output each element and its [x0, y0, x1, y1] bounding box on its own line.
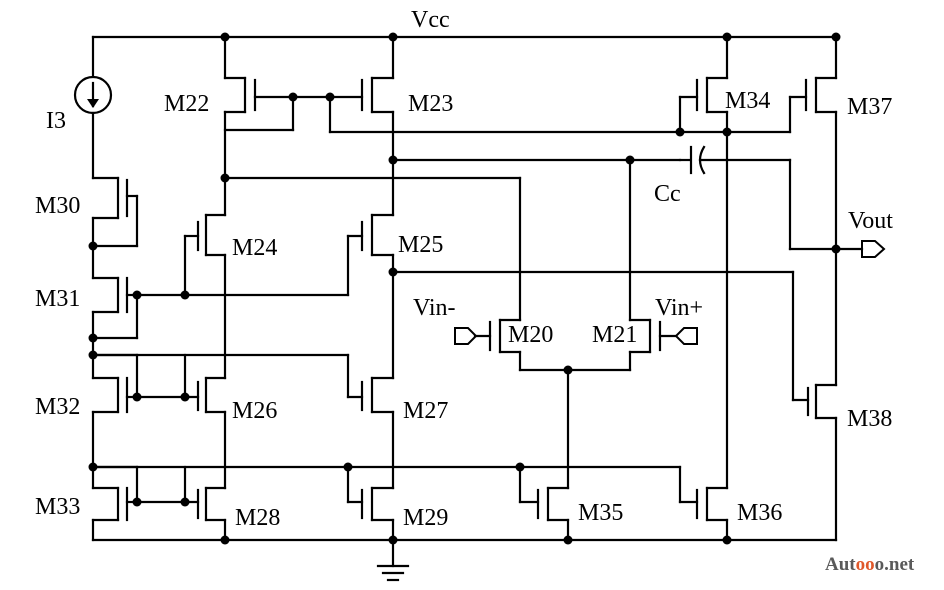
label-m20: M20: [508, 322, 553, 348]
transistor-m36: [678, 465, 729, 542]
supply-label: Vcc: [411, 7, 450, 33]
transistor-m38: [806, 383, 838, 542]
transistor-m22: [223, 35, 295, 217]
transistor-m24: [196, 213, 227, 380]
label-m21: M21: [592, 322, 637, 348]
input-neg-port: [454, 327, 478, 345]
label-m28: M28: [235, 505, 280, 531]
transistor-m35: [518, 368, 570, 542]
transistor-m21: [628, 318, 678, 372]
transistor-m28: [183, 465, 227, 542]
label-m23: M23: [408, 91, 453, 117]
label-m29: M29: [403, 505, 448, 531]
label-m34: M34: [725, 88, 770, 114]
bias-wires: [91, 234, 682, 504]
label-m37: M37: [847, 94, 892, 120]
transistor-m30: [91, 176, 139, 248]
capacitor-label: Cc: [654, 181, 681, 207]
transistor-m26: [183, 353, 227, 490]
capacitor-cc: [678, 145, 864, 251]
watermark-part-2: oo: [856, 554, 875, 575]
transistor-m27: [346, 353, 395, 490]
watermark-part-1: Aut: [825, 554, 856, 575]
transistor-m34: [678, 35, 729, 490]
label-m26: M26: [232, 398, 277, 424]
label-m35: M35: [578, 500, 623, 526]
output-port: [861, 240, 886, 258]
transistor-m31: [91, 244, 139, 357]
label-m31: M31: [35, 286, 80, 312]
label-m27: M27: [403, 398, 448, 424]
label-m32: M32: [35, 394, 80, 420]
input-pos-label: Vin+: [655, 295, 703, 321]
junction-dots: [88, 32, 841, 545]
transistor-m23: [291, 35, 395, 217]
transistor-m32: [91, 353, 139, 469]
current-source-i3: [73, 35, 113, 180]
label-m33: M33: [35, 494, 80, 520]
transistor-m25: [360, 213, 395, 380]
watermark: Autooo.net: [825, 554, 915, 575]
output-label: Vout: [848, 208, 893, 234]
transistor-m33: [91, 465, 139, 542]
watermark-part-3: o: [875, 554, 885, 575]
label-m24: M24: [232, 235, 277, 261]
transistor-m20: [473, 318, 632, 372]
label-m25: M25: [398, 232, 443, 258]
label-m38: M38: [847, 406, 892, 432]
input-neg-label: Vin-: [413, 295, 456, 321]
label-m36: M36: [737, 500, 782, 526]
label-m22: M22: [164, 91, 209, 117]
watermark-part-4: .net: [884, 554, 915, 575]
ground-icon: [376, 564, 410, 582]
ground-rail: [91, 538, 838, 568]
input-pos-port: [674, 327, 698, 345]
transistor-m29: [346, 465, 395, 542]
current-source-label: I3: [46, 108, 66, 134]
label-m30: M30: [35, 193, 80, 219]
